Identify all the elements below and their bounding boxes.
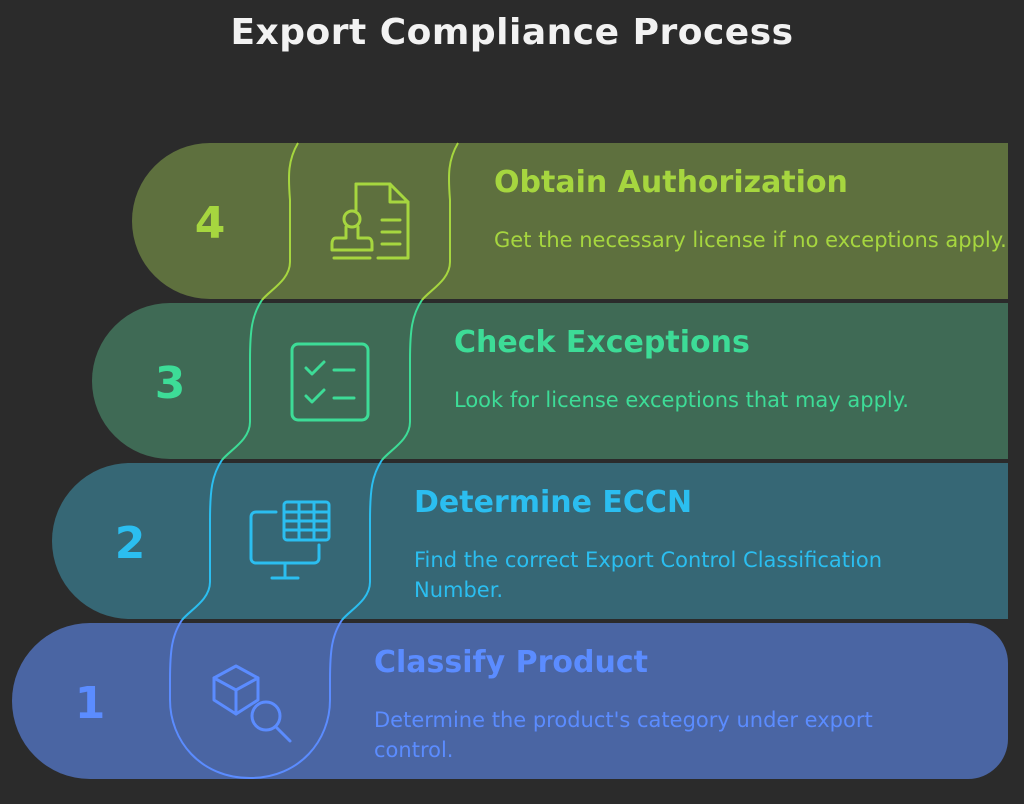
checklist-icon xyxy=(290,342,370,422)
monitor-table-icon xyxy=(249,500,331,580)
step-2-description: Find the correct Export Control Classifi… xyxy=(414,548,882,602)
document-stamp-icon xyxy=(330,182,410,260)
step-4-description: Get the necessary license if no exceptio… xyxy=(494,228,1007,252)
step-3-description: Look for license exceptions that may app… xyxy=(454,388,909,412)
step-1-band xyxy=(12,623,1008,779)
diagram-title: Export Compliance Process xyxy=(230,12,794,53)
step-3-number: 3 xyxy=(154,358,186,409)
step-4-band xyxy=(132,143,1008,299)
step-4-number: 4 xyxy=(194,198,226,249)
step-3-title: Check Exceptions xyxy=(454,325,750,360)
step-3-band xyxy=(92,303,1008,459)
step-4-title: Obtain Authorization xyxy=(494,165,848,200)
box-search-icon xyxy=(212,664,292,743)
step-1-description: Determine the product's category under e… xyxy=(374,708,873,762)
step-2-title: Determine ECCN xyxy=(414,485,693,520)
step-2-number: 2 xyxy=(114,518,146,569)
step-1-title: Classify Product xyxy=(374,645,648,680)
step-1-number: 1 xyxy=(74,678,106,729)
